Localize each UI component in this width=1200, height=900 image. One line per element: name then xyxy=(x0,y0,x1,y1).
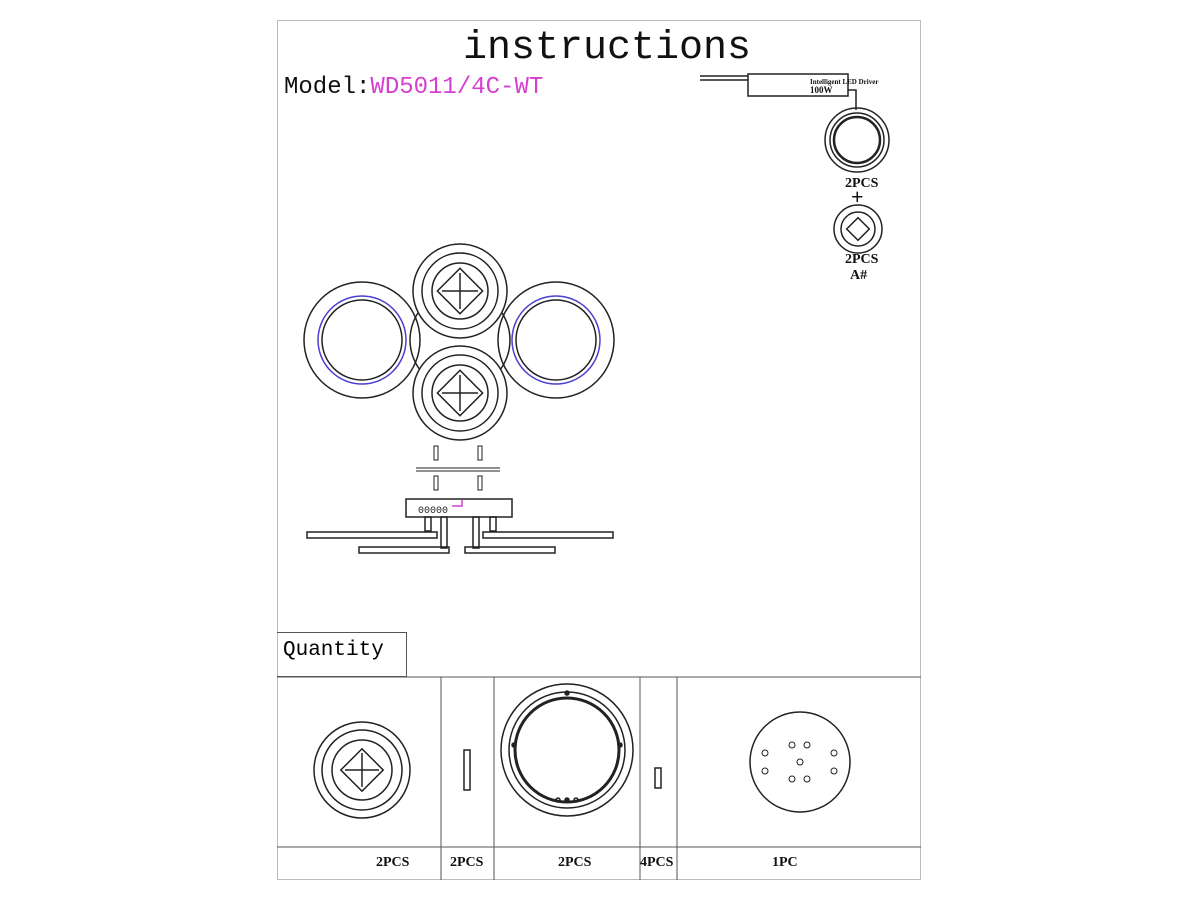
qty-ring: 2PCS xyxy=(558,855,592,870)
qty-lamp: 2PCS xyxy=(376,855,410,870)
lamp-code: A# xyxy=(850,268,868,283)
driver-power: 100W xyxy=(810,85,833,95)
led-driver-icon xyxy=(700,73,857,110)
quantity-table-grid xyxy=(277,676,921,880)
mounting-bracket-drawing xyxy=(416,445,500,491)
qty-canopy: 1PC xyxy=(772,855,798,870)
quantity-heading: Quantity xyxy=(277,632,407,677)
side-view-drawing: 00000 xyxy=(306,498,614,554)
small-screw-part-icon xyxy=(654,767,662,789)
screw-part-icon xyxy=(463,749,471,791)
model-line: Model:WD5011/4C-WT xyxy=(284,74,543,101)
canopy-part-icon xyxy=(749,711,851,813)
model-value: WD5011/4C-WT xyxy=(370,74,544,101)
instruction-sheet xyxy=(277,20,921,880)
qty-screw: 2PCS xyxy=(450,855,484,870)
ring-qty: 2PCS xyxy=(845,176,879,191)
qty-small-screw: 4PCS xyxy=(640,855,674,870)
lamp-part-icon xyxy=(313,721,411,819)
page-title: instructions xyxy=(462,26,752,71)
model-label: Model: xyxy=(284,74,371,101)
ring-module-icon xyxy=(824,107,890,173)
top-view-drawing xyxy=(303,243,615,441)
driver-name: Intelligent LED Driver xyxy=(810,78,879,86)
lamp-module-icon xyxy=(833,204,883,254)
ring-part-icon xyxy=(500,683,634,817)
plus-sign: + xyxy=(851,184,864,209)
svg-text:00000: 00000 xyxy=(418,506,448,517)
lamp-qty: 2PCS xyxy=(845,252,879,267)
